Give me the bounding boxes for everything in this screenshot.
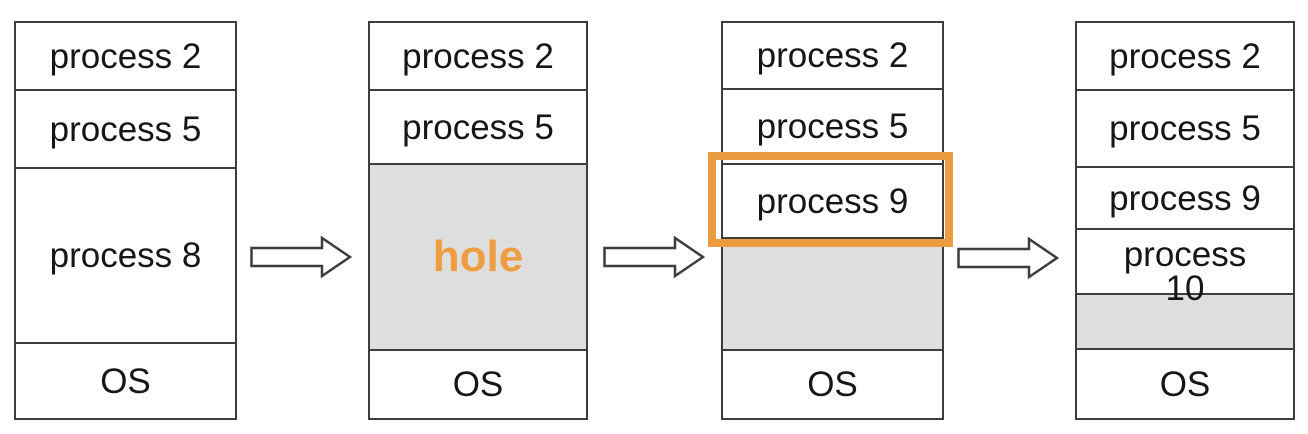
segment-process-5: process 5 (723, 88, 942, 163)
segment-label: process 2 (1109, 36, 1261, 76)
segment-label: OS (807, 365, 858, 404)
segment-label: process 2 (49, 36, 202, 76)
segment-process-5: process 5 (370, 89, 586, 163)
memory-column-stage-4: process 2 process 5 process 9 process 10… (1075, 21, 1295, 420)
segment-os: OS (1077, 348, 1293, 418)
segment-hole (723, 237, 942, 349)
memory-column-stage-2: process 2 process 5 hole OS (368, 21, 588, 420)
right-arrow-icon (250, 235, 352, 279)
segment-label: process 5 (402, 107, 554, 147)
memory-column-stage-1: process 2 process 5 process 8 OS (14, 21, 237, 420)
segment-process-2: process 2 (723, 23, 942, 88)
segment-os: OS (723, 349, 942, 418)
segment-process-8: process 8 (16, 167, 235, 342)
segment-process-9: process 9 (1077, 166, 1293, 228)
segment-process-2: process 2 (370, 23, 586, 89)
segment-label: OS (100, 361, 151, 401)
segment-label: process 5 (49, 109, 202, 149)
segment-label: OS (1159, 364, 1211, 404)
segment-label: process 5 (1109, 109, 1261, 148)
segment-label: process 2 (402, 36, 554, 76)
segment-label: process 8 (49, 236, 202, 275)
segment-label: process 5 (756, 107, 909, 146)
memory-column-stage-3: process 2 process 5 process 9 OS (721, 21, 944, 420)
segment-hole (1077, 293, 1293, 348)
segment-label: process 2 (756, 36, 909, 75)
segment-process-5: process 5 (1077, 89, 1293, 166)
segment-label: process 9 (756, 181, 909, 221)
segment-process-9: process 9 (723, 163, 942, 237)
hole-label: hole (432, 232, 524, 281)
right-arrow-icon (957, 236, 1059, 280)
segment-process-2: process 2 (16, 23, 235, 89)
segment-hole: hole (370, 163, 586, 349)
segment-process-10: process 10 (1077, 228, 1293, 306)
segment-os: OS (16, 342, 235, 418)
segment-os: OS (370, 349, 586, 418)
segment-process-2: process 2 (1077, 23, 1293, 89)
segment-label: process 9 (1109, 178, 1261, 218)
right-arrow-icon (603, 235, 705, 279)
segment-label: process 10 (1123, 235, 1247, 308)
segment-label: OS (452, 365, 504, 404)
segment-process-5: process 5 (16, 89, 235, 167)
